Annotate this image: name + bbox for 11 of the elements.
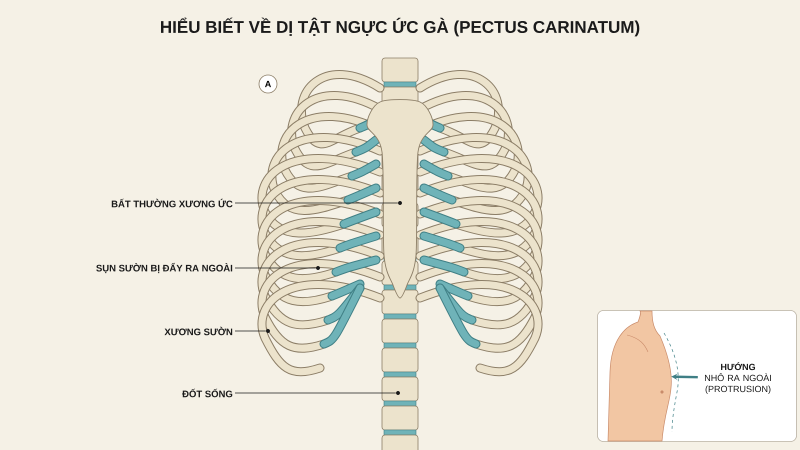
- part-label: ĐỐT SỐNG: [182, 388, 232, 398]
- leader-line: [234, 330, 266, 332]
- direction-text: HƯỚNG NHÔ RA NGOÀI (PROTRUSION): [705, 362, 771, 394]
- leader-line: [234, 392, 396, 394]
- part-label: BẤT THƯỜNG XƯƠNG ỨC: [112, 198, 233, 208]
- leader-line: [234, 202, 398, 204]
- panel-letter: A: [258, 74, 278, 94]
- part-label: XƯƠNG SƯỜN: [164, 326, 232, 336]
- part-label: SỤN SƯỜN BỊ ĐẨY RA NGOÀI: [96, 262, 232, 274]
- torso-drawing: [608, 310, 679, 442]
- title: HIỂU BIẾT VỀ DỊ TẬT NGỰC ỨC GÀ (PECTUS CARINATUM): [161, 18, 640, 36]
